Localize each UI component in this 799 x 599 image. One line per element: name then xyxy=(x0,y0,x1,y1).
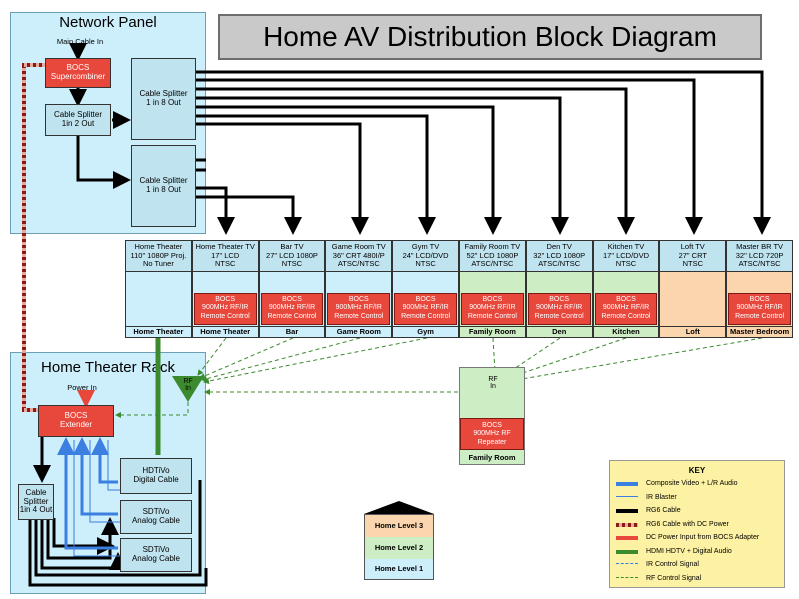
room-label: Bar xyxy=(258,326,326,336)
room-label: Gym xyxy=(392,326,459,336)
key-item-label: DC Power Input from BOCS Adapter xyxy=(646,534,760,541)
sdtivo-analog-cable-2: SDTiVo Analog Cable xyxy=(120,538,192,572)
room-label: Den xyxy=(525,326,593,336)
hdtivo-digital-cable: HDTiVo Digital Cable xyxy=(120,458,192,494)
sdtivo-analog-cable-1: SDTiVo Analog Cable xyxy=(120,500,192,534)
power-in-label: Power In xyxy=(67,383,97,392)
room-body xyxy=(659,272,727,338)
cable-splitter-1in2: Cable Splitter 1in 2 Out xyxy=(45,104,111,136)
room-label: Game Room xyxy=(325,326,393,336)
key-title: KEY xyxy=(688,466,706,475)
repeater-room-label: Family Room xyxy=(468,453,516,462)
key-swatch-icon xyxy=(616,576,638,578)
level-1: Home Level 1 xyxy=(365,559,433,579)
home-level-legend: Home Level 3 Home Level 2 Home Level 1 xyxy=(364,514,434,580)
key-item-label: RF Control Signal xyxy=(646,574,702,582)
bocs-extender: BOCS Extender xyxy=(38,405,114,437)
network-panel-title: Network Panel xyxy=(59,14,157,31)
cable-splitter-1in8-b: Cable Splitter 1 in 8 Out xyxy=(131,145,196,227)
bocs-rf-repeater: BOCS 900MHz RF Repeater xyxy=(460,418,524,450)
room-body xyxy=(125,272,192,338)
rack-title: Home Theater Rack xyxy=(41,359,175,376)
key-item-label: IR Blaster xyxy=(646,493,677,501)
repeater-rf-in-label: RF In xyxy=(488,376,498,391)
level-3: Home Level 3 xyxy=(365,515,433,537)
room-label: Home Theater xyxy=(125,326,192,336)
level-2: Home Level 2 xyxy=(365,537,433,559)
rf-in-antenna-icon xyxy=(172,376,204,402)
key-item-label: RG6 Cable xyxy=(646,507,681,514)
key-item-label: HDMI HDTV + Digital Audio xyxy=(646,547,732,555)
key-swatch-icon xyxy=(616,536,638,540)
room-label: Master Bedroom xyxy=(726,326,793,336)
key-swatch-icon xyxy=(616,563,638,564)
bocs-supercombiner: BOCS Supercombiner xyxy=(45,58,111,88)
rack-rf-in-label: RF In xyxy=(183,378,193,393)
diagram-title: Home AV Distribution Block Diagram xyxy=(218,14,762,60)
key-swatch-icon xyxy=(616,522,638,527)
key-item-label: IR Control Signal xyxy=(646,561,699,568)
room-label: Loft xyxy=(659,326,727,336)
key-swatch-icon xyxy=(616,509,638,513)
room-label: Home Theater xyxy=(191,326,259,336)
cable-splitter-1in8-a: Cable Splitter 1 in 8 Out xyxy=(131,58,196,140)
key-item-label: Composite Video + L/R Audio xyxy=(646,480,738,487)
key-legend: KEY Composite Video + L/R Audio IR Blaste… xyxy=(609,460,785,588)
key-swatch-icon xyxy=(616,549,638,554)
key-swatch-icon xyxy=(616,495,638,497)
room-label: Family Room xyxy=(459,326,526,336)
room-label: Kitchen xyxy=(592,326,660,336)
key-item-label: RG6 Cable with DC Power xyxy=(646,520,729,528)
cable-splitter-1in4: Cable Splitter 1in 4 Out xyxy=(18,484,54,520)
key-swatch-icon xyxy=(616,482,638,486)
main-cable-in-label: Main Cable In xyxy=(56,37,104,46)
